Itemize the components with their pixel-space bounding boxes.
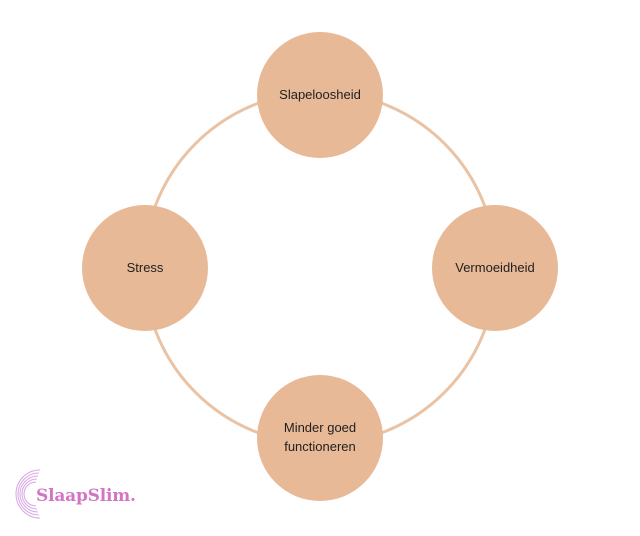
crescent-arcs-icon bbox=[15, 469, 41, 519]
cycle-node-stress: Stress bbox=[82, 205, 208, 331]
cycle-node-vermoeidheid: Vermoeidheid bbox=[432, 205, 558, 331]
cycle-node-label: Minder goed functioneren bbox=[283, 420, 357, 454]
cycle-node-label: Vermoeidheid bbox=[455, 259, 535, 275]
cycle-node-minder-goed-functioneren: Minder goed functioneren bbox=[257, 375, 383, 501]
slaapslim-logo: SlaapSlim. bbox=[6, 466, 146, 526]
logo-text: SlaapSlim. bbox=[36, 486, 136, 506]
cycle-node-slapeloosheid: Slapeloosheid bbox=[257, 32, 383, 158]
cycle-node-label: Slapeloosheid bbox=[279, 86, 361, 102]
cycle-node-label: Stress bbox=[126, 259, 164, 275]
